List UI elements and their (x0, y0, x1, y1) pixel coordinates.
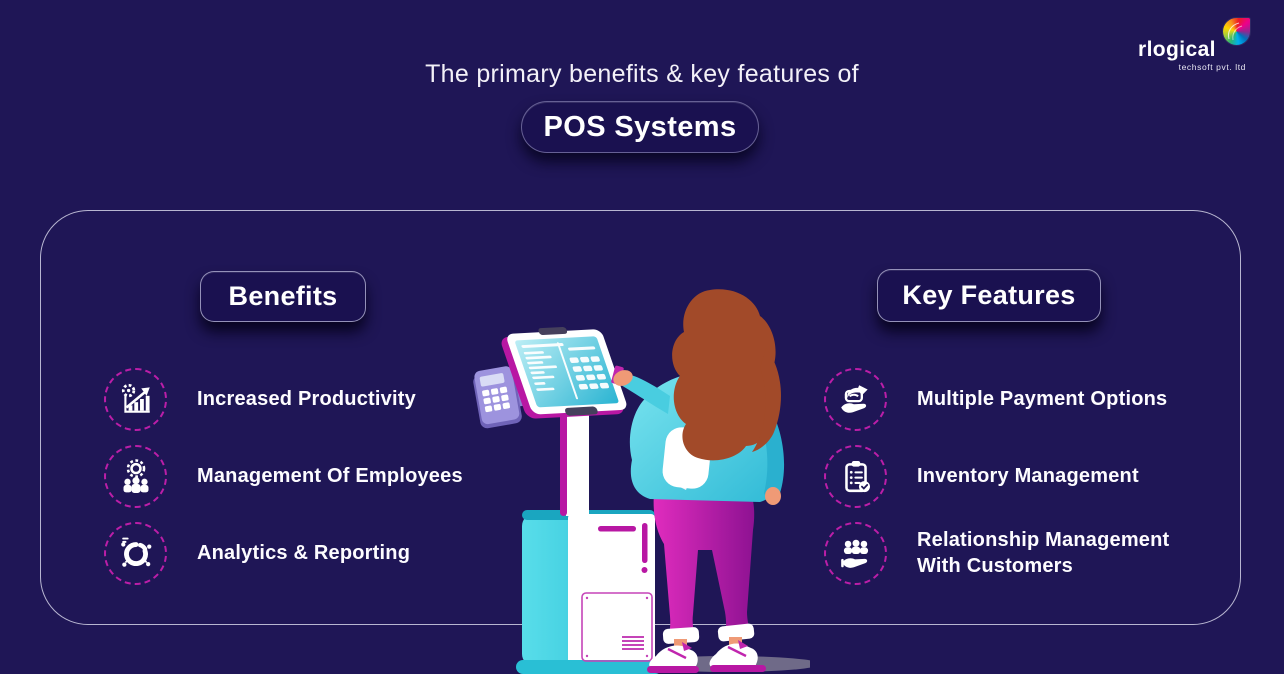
key-features-heading: Key Features (902, 280, 1076, 310)
card-reader (473, 366, 529, 429)
feature-label: Multiple Payment Options (917, 388, 1168, 410)
logo-wordmark: rlogical (1138, 38, 1216, 61)
feature-label: Relationship Management With Customers (917, 529, 1170, 577)
benefit-item-analytics: Analytics & Reporting (104, 521, 410, 585)
logo-swoosh (1227, 22, 1243, 41)
benefit-item-productivity: Increased Productivity (104, 367, 416, 431)
inventory-clipboard-icon (824, 444, 887, 508)
woman-figure (611, 289, 785, 673)
feature-label: Inventory Management (917, 465, 1139, 487)
pos-kiosk-illustration (473, 289, 810, 674)
payment-hand-icon (824, 367, 887, 431)
benefit-label: Analytics & Reporting (197, 542, 411, 564)
benefits-heading: Benefits (228, 281, 338, 311)
benefit-item-employees: Management Of Employees (104, 444, 463, 508)
page-title: The primary benefits & key features of (425, 60, 859, 88)
pos-systems-pill-label: POS Systems (543, 110, 737, 143)
kiosk-screen (501, 326, 627, 419)
productivity-chart-icon (104, 367, 167, 431)
logo-drop-icon (1223, 18, 1250, 45)
benefit-label: Increased Productivity (197, 388, 416, 410)
key-features-heading-box: Key Features (877, 269, 1101, 322)
kiosk-base (516, 510, 662, 674)
pos-systems-pill: POS Systems (521, 101, 759, 153)
benefits-heading-box: Benefits (200, 271, 366, 322)
feature-item-relationship: Relationship Management With Customers (824, 521, 1202, 585)
employee-management-icon (104, 444, 167, 508)
customer-relationship-icon (824, 521, 887, 585)
analytics-pie-icon (104, 521, 167, 585)
feature-item-inventory: Inventory Management (824, 444, 1139, 508)
logo-tagline: techsoft pvt. ltd (1178, 62, 1246, 72)
benefit-label: Management Of Employees (197, 465, 463, 487)
company-logo: rlogical techsoft pvt. ltd (1138, 18, 1250, 74)
feature-item-payments: Multiple Payment Options (824, 367, 1167, 431)
kiosk-stand (560, 408, 589, 516)
